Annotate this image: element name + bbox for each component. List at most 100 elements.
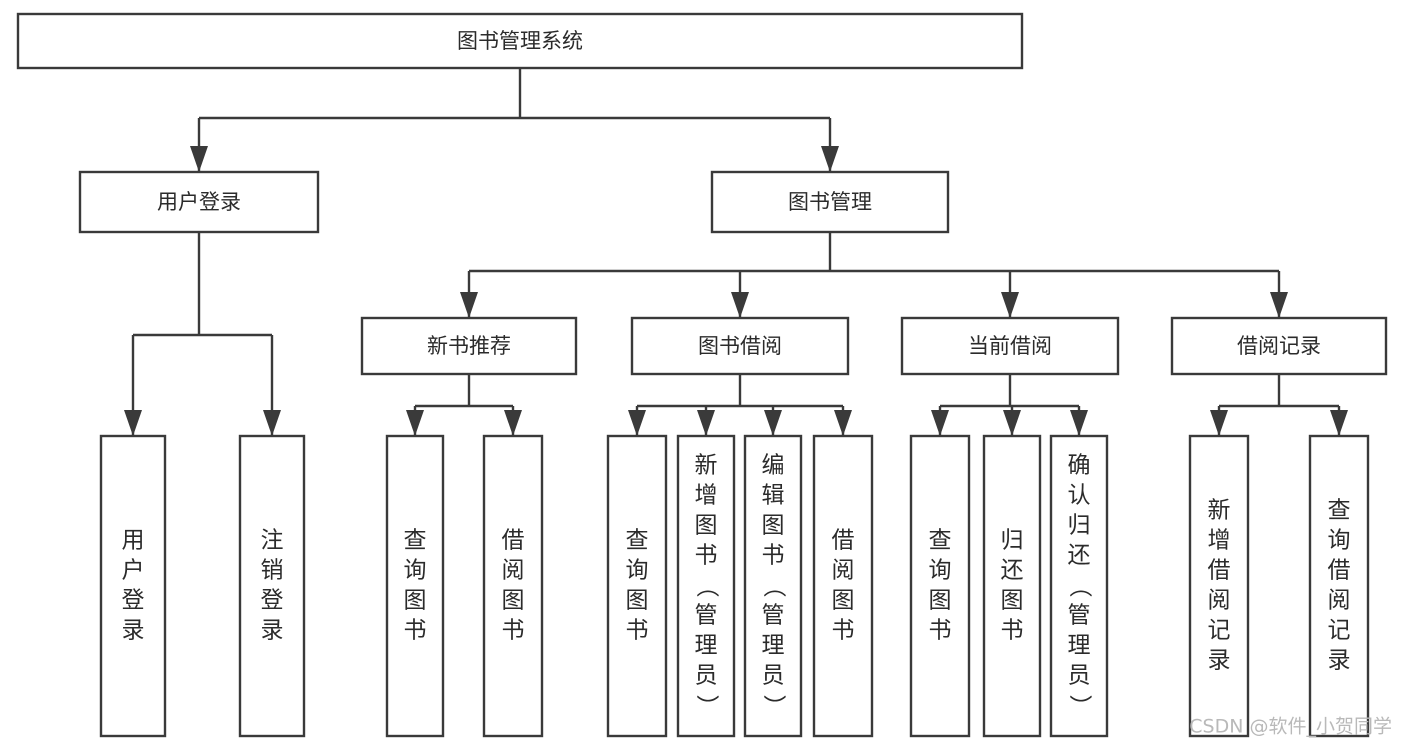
svg-text:书: 书 [1001,618,1024,644]
arrow-head [834,410,852,436]
arrow-head [1210,410,1228,436]
node-level2-book-manage[interactable]: 图书管理 [710,170,950,234]
node-root-root[interactable]: 图书管理系统 [16,12,1024,70]
svg-text:（: （ [694,575,720,598]
arrow-head [263,410,281,436]
node-level3-borrow-record[interactable]: 借阅记录 [1170,316,1388,376]
svg-text:图: 图 [929,588,952,614]
node-box-leaf-borrow-book-1[interactable] [482,434,544,738]
svg-text:）: ） [761,695,787,718]
svg-text:录: 录 [1328,648,1351,674]
node-box-leaf-query-book-1[interactable] [385,434,445,738]
node-box-book-borrow[interactable] [630,316,850,376]
svg-text:图: 图 [695,513,718,539]
svg-text:）: ） [1067,695,1093,718]
svg-text:增: 增 [1208,528,1231,554]
svg-text:员: 员 [762,663,785,689]
connector-group-current-borrow [931,374,1088,436]
node-box-leaf-add-book-admin[interactable] [676,434,736,738]
arrow-head [821,146,839,172]
svg-text:新: 新 [1208,498,1231,524]
svg-text:图: 图 [626,588,649,614]
svg-text:确: 确 [1068,453,1091,479]
arrow-head [1070,410,1088,436]
svg-text:图: 图 [502,588,525,614]
watermark-label: CSDN @软件_小贺同学 [1189,716,1392,738]
arrow-head [931,410,949,436]
svg-text:书: 书 [832,618,855,644]
node-box-leaf-confirm-return-admin[interactable] [1049,434,1109,738]
node-box-leaf-add-borrow-record[interactable] [1188,434,1250,738]
node-box-leaf-borrow-book-2[interactable] [812,434,874,738]
node-label-book-manage: 图书管理 [788,190,872,214]
node-box-book-manage[interactable] [710,170,950,234]
node-leaf-leaf-user-login[interactable]: 用户登录 [99,434,167,738]
svg-text:新: 新 [695,453,718,479]
svg-text:阅: 阅 [1208,588,1231,614]
svg-text:书: 书 [695,543,718,569]
svg-text:记: 记 [1208,618,1231,644]
node-label-borrow-record: 借阅记录 [1237,334,1321,358]
node-box-leaf-user-login[interactable] [99,434,167,738]
svg-text:阅: 阅 [1328,588,1351,614]
node-label-leaf-user-login: 用户登录 [122,528,145,644]
connectors-layer [124,68,1348,436]
svg-text:登: 登 [261,588,284,614]
node-box-leaf-edit-book-admin[interactable] [743,434,803,738]
node-box-leaf-return-book[interactable] [982,434,1042,738]
svg-text:询: 询 [929,558,952,584]
node-box-user-login[interactable] [78,170,320,234]
node-box-leaf-query-borrow-record[interactable] [1308,434,1370,738]
node-box-leaf-query-book-3[interactable] [909,434,971,738]
arrow-head [190,146,208,172]
svg-text:询: 询 [626,558,649,584]
svg-text:销: 销 [261,558,284,584]
svg-text:书: 书 [929,618,952,644]
node-label-book-borrow: 图书借阅 [698,334,782,358]
arrow-head [460,292,478,318]
node-box-current-borrow[interactable] [900,316,1120,376]
svg-text:归: 归 [1001,528,1024,554]
arrow-head [406,410,424,436]
node-level2-user-login[interactable]: 用户登录 [78,170,320,234]
arrow-head [1003,410,1021,436]
node-level3-current-borrow[interactable]: 当前借阅 [900,316,1120,376]
node-box-leaf-user-logout[interactable] [238,434,306,738]
node-box-new-book-recommend[interactable] [360,316,578,376]
node-box-root[interactable] [16,12,1024,70]
arrow-head [731,292,749,318]
node-level3-new-book-recommend[interactable]: 新书推荐 [360,316,578,376]
node-level3-book-borrow[interactable]: 图书借阅 [630,316,850,376]
svg-text:认: 认 [1068,483,1091,509]
svg-text:管: 管 [1068,603,1091,629]
arrow-head [697,410,715,436]
node-box-leaf-query-book-2[interactable] [606,434,668,738]
svg-text:辑: 辑 [762,483,785,509]
svg-text:图: 图 [404,588,427,614]
node-box-borrow-record[interactable] [1170,316,1388,376]
arrow-head [504,410,522,436]
svg-text:录: 录 [1208,648,1231,674]
